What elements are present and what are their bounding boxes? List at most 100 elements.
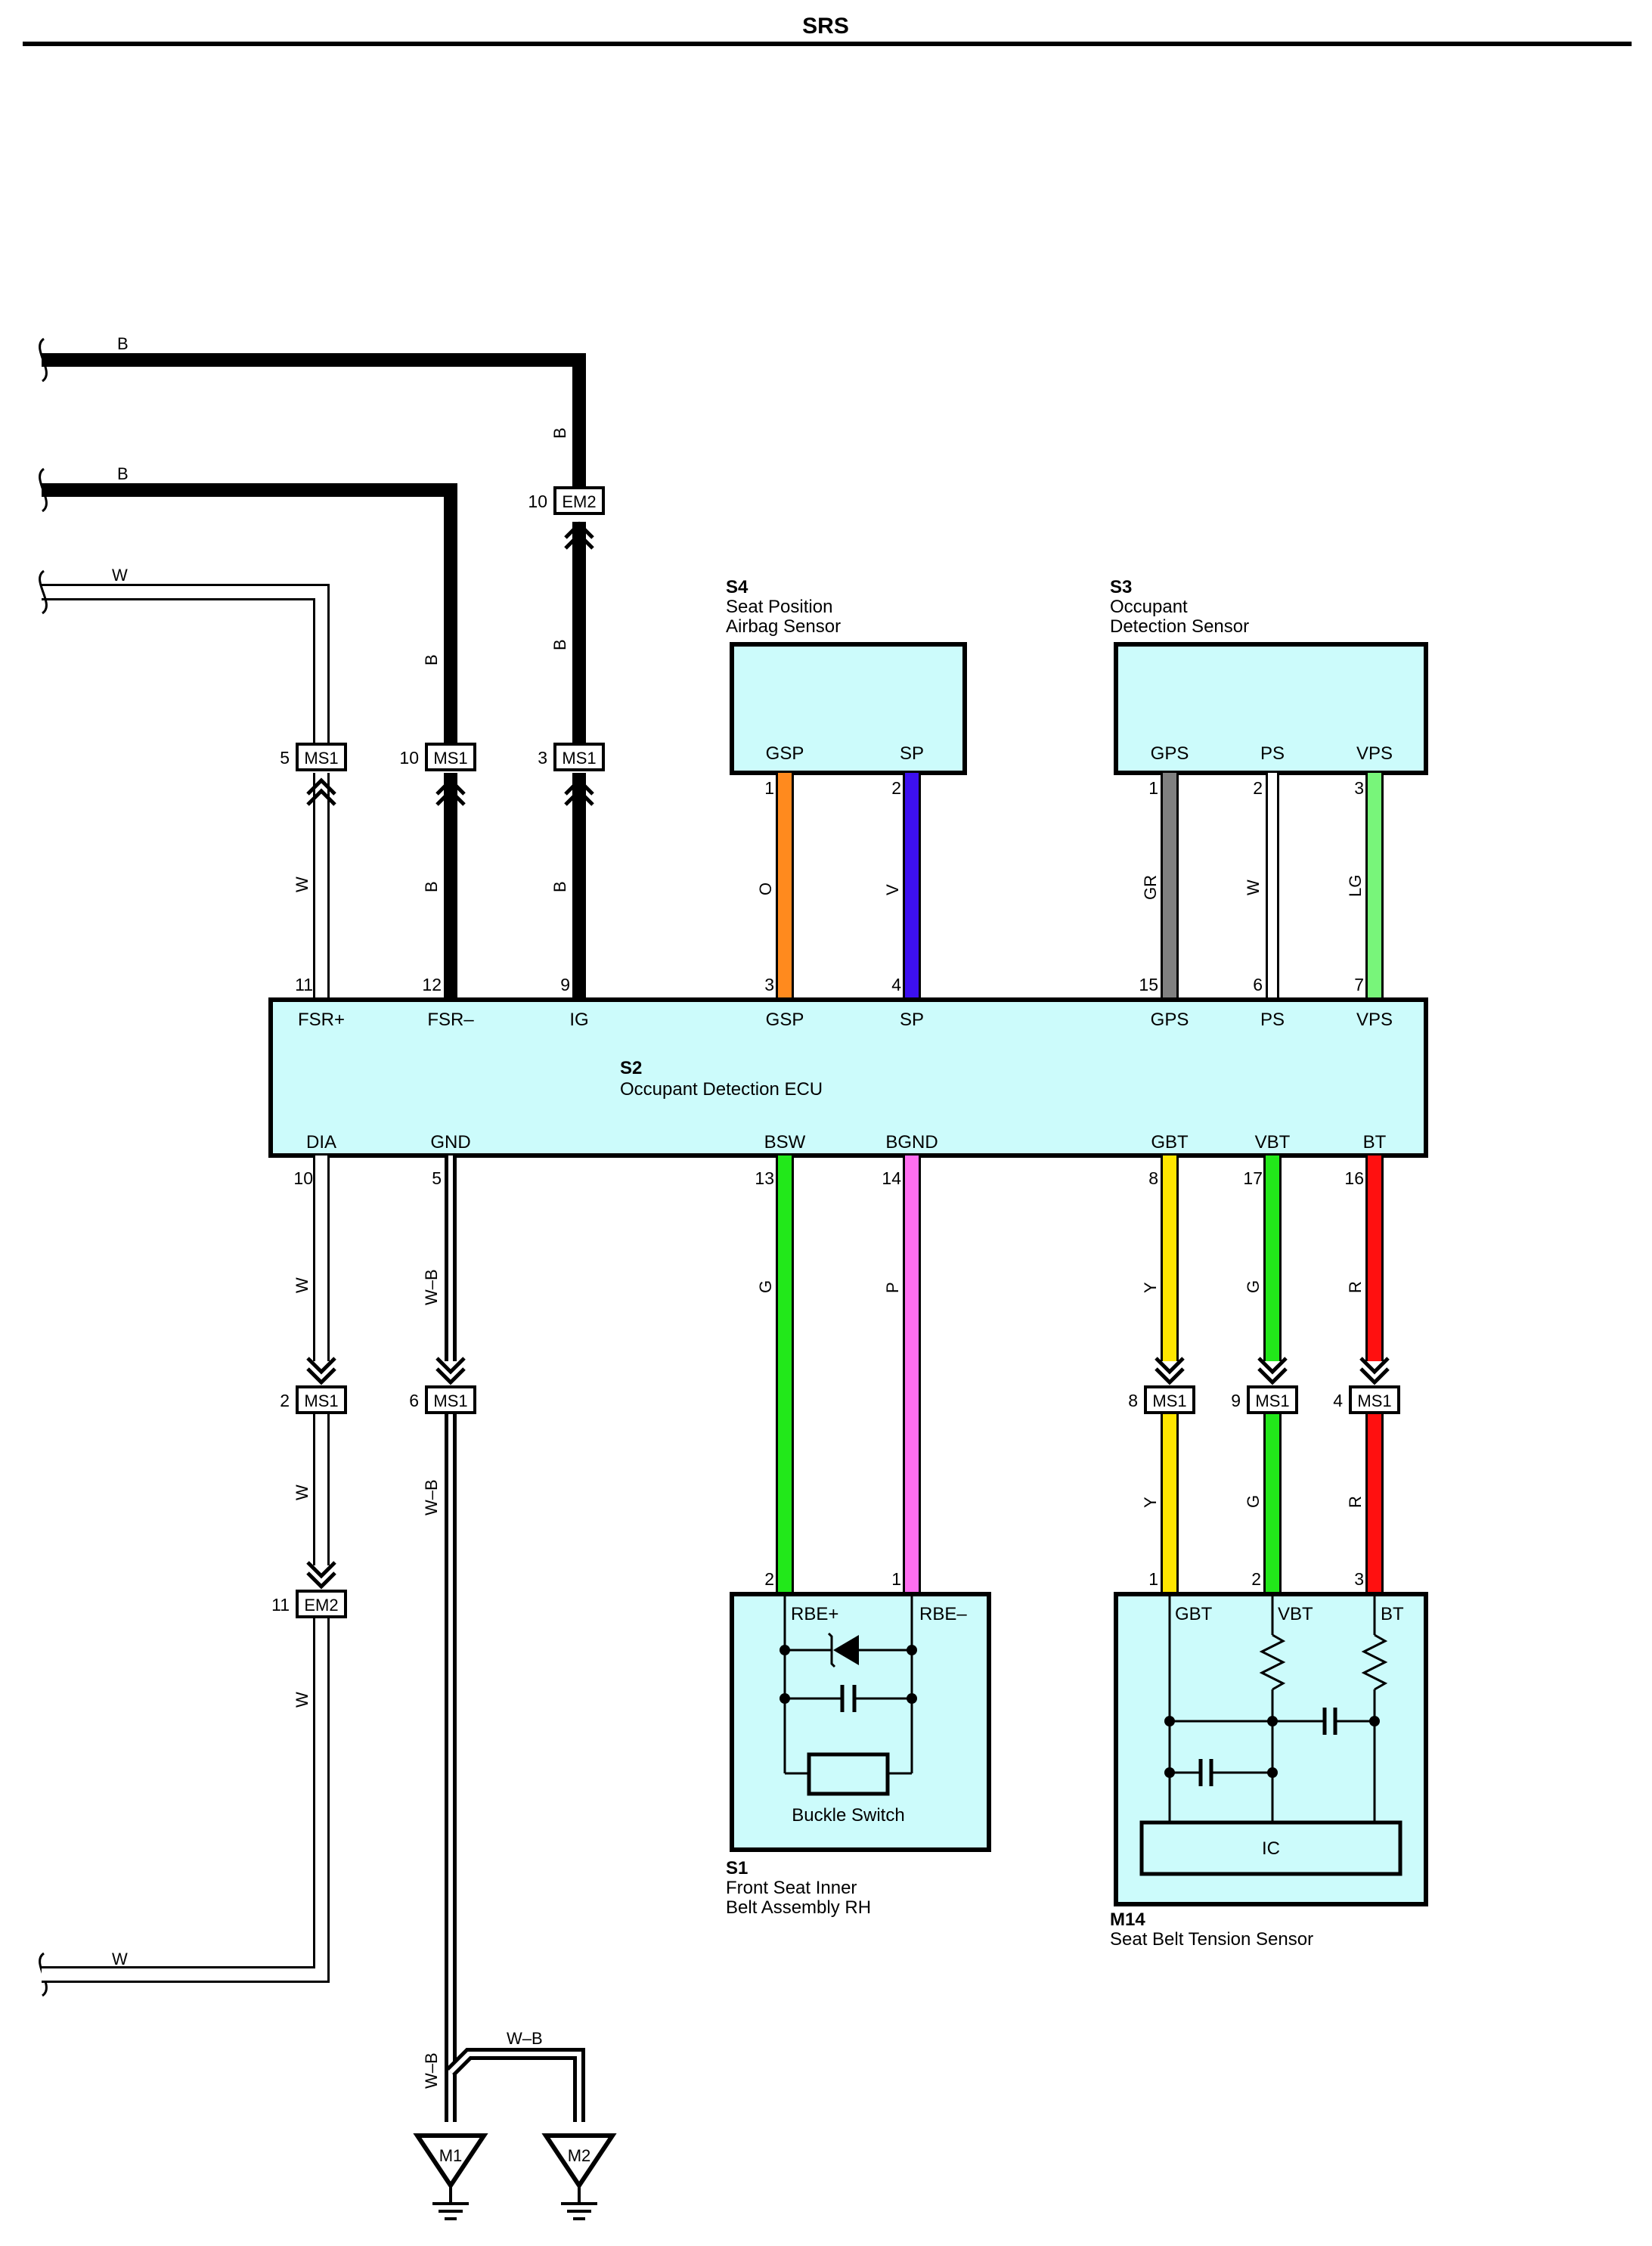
svg-text:M2: M2 bbox=[568, 2146, 591, 2165]
ecu-label-fsrm: FSR– bbox=[427, 1010, 474, 1030]
wire-g-bsw bbox=[778, 1156, 792, 1594]
wire-code-b3: B bbox=[550, 427, 569, 439]
ecu-label-bsw: BSW bbox=[764, 1132, 806, 1152]
resistor-bt-icon bbox=[1361, 1633, 1388, 1691]
s4-pin-sp: SP bbox=[900, 743, 924, 764]
wire-code-wb1: W–B bbox=[422, 1269, 441, 1305]
svg-text:MS1: MS1 bbox=[433, 749, 467, 768]
s3-pin-vps: VPS bbox=[1356, 743, 1393, 764]
ecu-label-ps: PS bbox=[1260, 1010, 1285, 1030]
pin-em2-top: 10 bbox=[528, 492, 547, 511]
ecu-label-ig: IG bbox=[569, 1010, 588, 1030]
ground-m1: M1 bbox=[413, 2133, 488, 2220]
m14-pin-bt: BT bbox=[1381, 1604, 1404, 1624]
pin-ecu-gnd: 5 bbox=[432, 1168, 442, 1188]
s3-pin-gps: GPS bbox=[1151, 743, 1189, 764]
wire-v-sp bbox=[905, 773, 919, 1000]
ecu-label-gps: GPS bbox=[1151, 1010, 1189, 1030]
connector-ms1-ig-top: MS1 bbox=[553, 743, 605, 806]
wire-code-b5: B bbox=[550, 881, 569, 892]
connector-ms1-gbt: MS1 bbox=[1144, 1357, 1195, 1414]
m14-name: Seat Belt Tension Sensor bbox=[1110, 1929, 1313, 1950]
wire-code-g3: G bbox=[1244, 1495, 1263, 1508]
svg-text:EM2: EM2 bbox=[304, 1596, 338, 1615]
wire-code-o: O bbox=[756, 883, 775, 895]
m14-internal-circuit bbox=[1139, 1594, 1402, 1876]
resistor-vbt-icon bbox=[1259, 1633, 1286, 1691]
pin-ms1-ig-top: 3 bbox=[538, 748, 547, 768]
s4-name-line2: Airbag Sensor bbox=[726, 616, 841, 637]
wire-code-gr: GR bbox=[1141, 875, 1160, 900]
wire-code-w3: W bbox=[1244, 879, 1263, 895]
wire-code-p: P bbox=[883, 1282, 902, 1293]
wire-code-b4: B bbox=[550, 639, 569, 650]
pin-ecu-vps: 7 bbox=[1354, 975, 1364, 994]
s2-name: Occupant Detection ECU bbox=[620, 1079, 823, 1100]
pin-em2-bottom: 11 bbox=[271, 1595, 290, 1615]
wire-g-vbt bbox=[1263, 1156, 1282, 1594]
s4-code: S4 bbox=[726, 577, 749, 597]
s2-occupant-detection-ecu bbox=[268, 997, 1428, 1158]
connector-ms1-w-top: MS1 bbox=[296, 743, 347, 806]
pin-ms1-bt: 4 bbox=[1333, 1391, 1343, 1410]
pin-ecu-dia: 10 bbox=[293, 1168, 313, 1188]
s1-internal-circuit bbox=[780, 1594, 917, 1796]
m14-pin-vbt: VBT bbox=[1278, 1604, 1313, 1624]
wire-code-b2: B bbox=[117, 464, 129, 483]
wire-w-ps bbox=[1268, 773, 1277, 1000]
svg-text:MS1: MS1 bbox=[562, 749, 596, 768]
connector-ms1-dia: MS1 bbox=[296, 1357, 347, 1414]
wire-code-wb4: W–B bbox=[507, 2029, 543, 2048]
wire-p-bgnd bbox=[905, 1156, 919, 1594]
wire-code-y1: Y bbox=[1141, 1282, 1160, 1293]
wire-code-w6: W bbox=[293, 1692, 311, 1708]
ecu-label-vbt: VBT bbox=[1255, 1132, 1291, 1152]
svg-text:MS1: MS1 bbox=[304, 1391, 338, 1410]
pin-ecu-vbt: 17 bbox=[1243, 1168, 1263, 1188]
pin-s3-vps: 3 bbox=[1354, 778, 1364, 798]
wire-b-fsrm bbox=[42, 483, 457, 998]
wire-code-w4: W bbox=[293, 1277, 311, 1293]
pin-ecu-bsw: 13 bbox=[755, 1168, 774, 1188]
pin-ms1-gbt: 8 bbox=[1128, 1391, 1138, 1410]
pin-ms1-dia: 2 bbox=[280, 1391, 290, 1410]
wire-code-w1: W bbox=[112, 566, 128, 585]
wire-code-g2: G bbox=[1244, 1280, 1263, 1293]
svg-text:MS1: MS1 bbox=[1255, 1391, 1289, 1410]
pin-ms1-vbt: 9 bbox=[1231, 1391, 1241, 1410]
wire-y-gbt bbox=[1161, 1156, 1179, 1594]
s4-name-line1: Seat Position bbox=[726, 597, 832, 617]
m14-code: M14 bbox=[1110, 1909, 1145, 1930]
ecu-label-fsrp: FSR+ bbox=[298, 1010, 345, 1030]
wire-o-gsp bbox=[778, 773, 792, 1000]
wire-code-b7: B bbox=[422, 881, 441, 892]
pin-ecu-gps: 15 bbox=[1139, 975, 1158, 994]
wire-code-w7: W bbox=[112, 1950, 128, 1968]
ecu-label-gnd: GND bbox=[430, 1132, 470, 1152]
pin-s1-rbem: 1 bbox=[891, 1569, 901, 1589]
pin-ecu-gsp: 3 bbox=[764, 975, 774, 994]
pin-ecu-sp: 4 bbox=[891, 975, 901, 994]
pin-s3-gps: 1 bbox=[1148, 778, 1158, 798]
s1-name-line2: Belt Assembly RH bbox=[726, 1897, 871, 1918]
svg-text:M1: M1 bbox=[439, 2146, 463, 2165]
wire-r-bt bbox=[1365, 1156, 1384, 1594]
buckle-switch-icon bbox=[807, 1752, 890, 1796]
pin-m14-gbt: 1 bbox=[1148, 1569, 1158, 1589]
s3-pin-ps: PS bbox=[1260, 743, 1285, 764]
pin-ms1-b-top: 10 bbox=[399, 748, 419, 768]
ecu-label-gsp: GSP bbox=[766, 1010, 804, 1030]
pin-ms1-w-top: 5 bbox=[280, 748, 290, 768]
pin-s3-ps: 2 bbox=[1253, 778, 1263, 798]
s1-code: S1 bbox=[726, 1858, 748, 1878]
pin-m14-bt: 3 bbox=[1354, 1569, 1364, 1589]
wire-wb-gnd bbox=[445, 1156, 585, 2122]
wire-code-v: V bbox=[883, 884, 902, 895]
ground-m2: M2 bbox=[541, 2133, 617, 2220]
pin-ecu-fsrm: 12 bbox=[422, 975, 442, 994]
s1-front-seat-inner-belt-assembly bbox=[730, 1592, 991, 1852]
wire-code-g1: G bbox=[756, 1280, 775, 1293]
wire-code-w2: W bbox=[293, 876, 311, 892]
ecu-label-dia: DIA bbox=[306, 1132, 336, 1152]
